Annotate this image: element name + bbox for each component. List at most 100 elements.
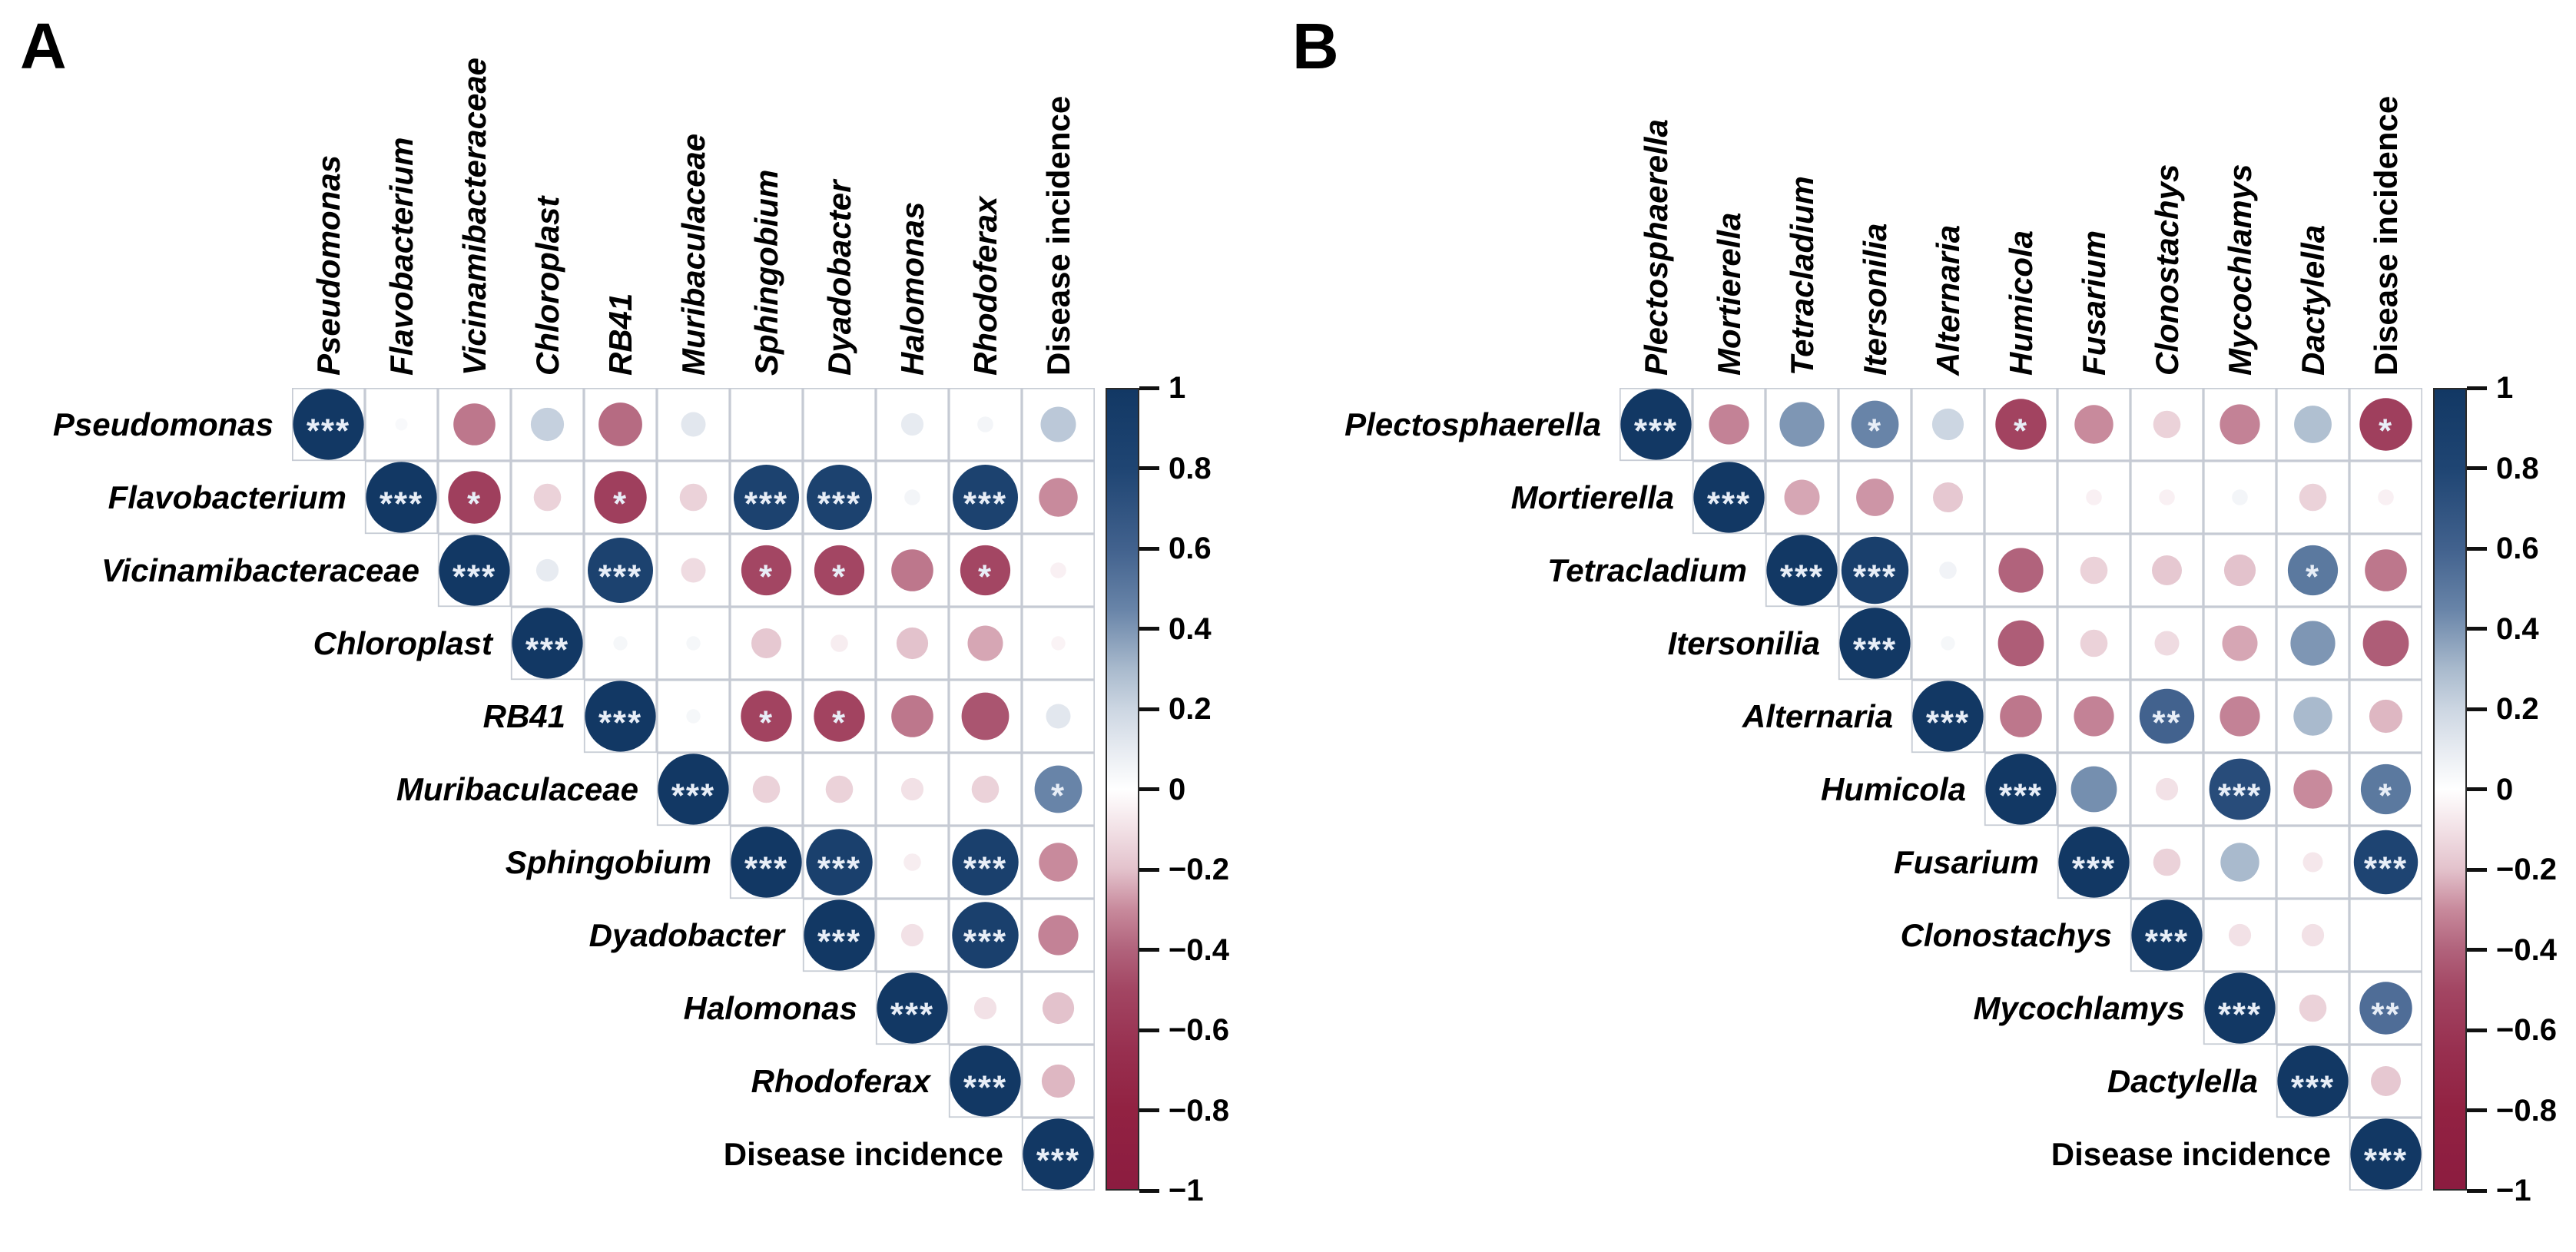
matrix-cell bbox=[1984, 606, 2058, 681]
significance-stars: *** bbox=[963, 1069, 1007, 1107]
col-label-rb41: RB41 bbox=[602, 293, 638, 376]
corr-circle bbox=[686, 636, 701, 651]
significance-stars: * bbox=[613, 485, 628, 523]
significance-stars: *** bbox=[2072, 850, 2116, 888]
matrix-cell bbox=[1984, 388, 2058, 462]
matrix-cell bbox=[2203, 460, 2277, 535]
corr-circle bbox=[2228, 923, 2252, 947]
colorbar-tick bbox=[2467, 1108, 2487, 1112]
colorbar-tick bbox=[1139, 627, 1159, 631]
matrix-cell bbox=[1021, 606, 1095, 681]
matrix-cell bbox=[2349, 1044, 2422, 1118]
significance-stars: * bbox=[2379, 777, 2393, 815]
matrix-cell bbox=[1838, 388, 1912, 462]
corr-circle bbox=[2220, 404, 2260, 445]
matrix-cell bbox=[2349, 752, 2422, 826]
col-label-dactylella: Dactylella bbox=[2294, 224, 2331, 376]
matrix-cell bbox=[2349, 606, 2422, 681]
corr-circle bbox=[900, 412, 924, 436]
matrix-cell bbox=[656, 752, 731, 826]
colorbar-tick bbox=[2467, 787, 2487, 791]
matrix-cell bbox=[2130, 533, 2204, 608]
corr-circle bbox=[588, 538, 653, 603]
row-label-mycochlamys: Mycochlamys bbox=[1973, 990, 2185, 1026]
corr-circle bbox=[681, 412, 706, 437]
matrix-cell bbox=[729, 825, 804, 899]
matrix-cell bbox=[2057, 825, 2131, 899]
row-label-flavobacterium: Flavobacterium bbox=[108, 479, 346, 515]
matrix-cell bbox=[948, 1044, 1023, 1118]
corr-circle bbox=[1985, 754, 2057, 825]
matrix-cell bbox=[948, 679, 1023, 754]
colorbar-tick-label: −0.4 bbox=[2496, 932, 2557, 967]
matrix-cell bbox=[2203, 752, 2277, 826]
corr-circle bbox=[1933, 482, 1963, 512]
col-label-alternaria: Alternaria bbox=[1929, 224, 1966, 376]
corr-circle bbox=[1912, 681, 1984, 752]
row-label-itersonilia: Itersonilia bbox=[1667, 625, 1820, 661]
corr-circle bbox=[904, 489, 920, 505]
significance-stars: *** bbox=[817, 850, 861, 888]
matrix-cell bbox=[1911, 460, 1985, 535]
matrix-cell bbox=[656, 460, 731, 535]
colorbar-tick-label: −0.2 bbox=[2496, 853, 2557, 886]
significance-stars: *** bbox=[2145, 923, 2189, 961]
corr-circle bbox=[395, 418, 408, 431]
significance-stars: ** bbox=[2152, 704, 2181, 742]
corr-circle bbox=[2277, 1045, 2349, 1117]
significance-stars: *** bbox=[598, 704, 642, 742]
significance-stars: * bbox=[1868, 412, 1882, 450]
significance-stars: *** bbox=[1926, 704, 1970, 742]
colorbar-tick bbox=[1139, 787, 1159, 791]
significance-stars: *** bbox=[671, 777, 715, 815]
colorbar-tick bbox=[2467, 1028, 2487, 1032]
matrix-cell bbox=[875, 388, 950, 462]
matrix-cell bbox=[802, 679, 877, 754]
corr-circle bbox=[2232, 489, 2248, 505]
colorbar-tick-label: −0.4 bbox=[1169, 932, 1229, 967]
matrix-cell bbox=[802, 898, 877, 972]
matrix-cell bbox=[729, 460, 804, 535]
matrix-cell bbox=[729, 679, 804, 754]
corr-circle bbox=[439, 535, 510, 606]
corr-circle bbox=[533, 483, 562, 512]
col-label-muribaculaceae: Muribaculaceae bbox=[675, 133, 711, 376]
matrix-cell bbox=[802, 825, 877, 899]
significance-stars: *** bbox=[1853, 631, 1897, 669]
significance-stars: *** bbox=[744, 485, 788, 523]
matrix-cell bbox=[656, 679, 731, 754]
matrix-cell bbox=[2276, 752, 2350, 826]
significance-stars: *** bbox=[2364, 850, 2408, 888]
matrix-cell bbox=[364, 388, 439, 462]
corr-circle bbox=[453, 403, 496, 445]
colorbar-tick-label: 0 bbox=[1169, 772, 1186, 807]
matrix-cell bbox=[1984, 752, 2058, 826]
matrix-cell bbox=[1911, 679, 1985, 754]
significance-stars: *** bbox=[525, 631, 569, 669]
corr-circle bbox=[2293, 697, 2332, 736]
corr-circle bbox=[804, 899, 875, 971]
significance-stars: ** bbox=[2371, 996, 2400, 1034]
colorbar-tick-label: −0.8 bbox=[2496, 1093, 2557, 1128]
corr-circle bbox=[1041, 1064, 1076, 1098]
matrix-cell bbox=[1984, 679, 2058, 754]
corr-circle bbox=[953, 465, 1018, 530]
matrix-cell bbox=[802, 388, 877, 462]
colorbar-tick bbox=[1139, 1108, 1159, 1112]
matrix-cell bbox=[656, 533, 731, 608]
matrix-cell bbox=[2276, 460, 2350, 535]
corr-circle bbox=[2220, 696, 2260, 737]
colorbar-tick bbox=[1139, 1188, 1159, 1193]
corr-circle bbox=[977, 416, 993, 432]
matrix-cell bbox=[2276, 1044, 2350, 1118]
matrix-cell bbox=[2203, 388, 2277, 462]
corr-circle bbox=[2209, 758, 2271, 820]
corr-circle bbox=[752, 775, 781, 803]
row-label-muribaculaceae: Muribaculaceae bbox=[396, 771, 638, 807]
colorbar-tick bbox=[1139, 1028, 1159, 1032]
matrix-cell bbox=[1021, 460, 1095, 535]
corr-circle bbox=[2359, 398, 2412, 451]
matrix-cell bbox=[875, 606, 950, 681]
col-label-clonostachys: Clonostachys bbox=[2148, 164, 2185, 376]
corr-circle bbox=[971, 775, 1000, 803]
